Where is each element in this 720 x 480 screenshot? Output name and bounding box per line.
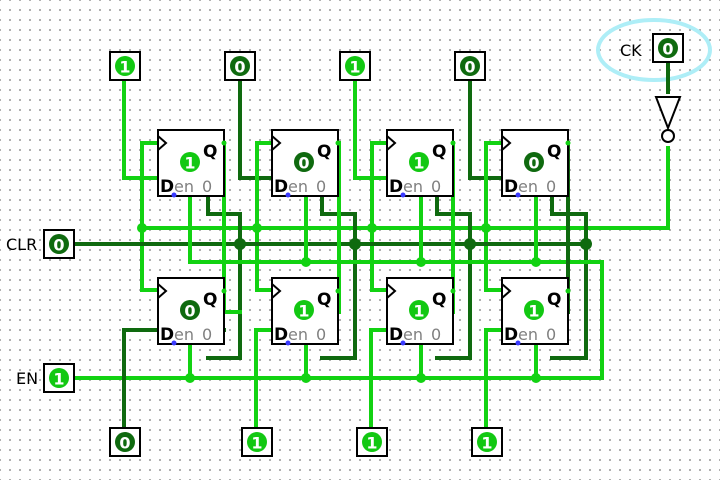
wire-ck-row1 — [255, 141, 504, 230]
d-flipflop-r1-4[interactable]: Q 0 D en 0 — [501, 129, 571, 198]
svg-text:0: 0 — [662, 40, 673, 59]
wire-top-2 — [238, 78, 274, 180]
not-gate-icon[interactable] — [654, 96, 682, 143]
wire-clr-2 — [320, 194, 357, 360]
svg-text:Q: Q — [547, 290, 561, 310]
d-flipflop-r2-3[interactable]: Q 1 D en 0 — [386, 277, 456, 346]
d-flipflop-r1-2[interactable]: Q 0 D en 0 — [271, 129, 341, 198]
svg-text:0: 0 — [316, 177, 326, 196]
wire-top-3 — [353, 78, 389, 180]
svg-text:Q: Q — [203, 142, 217, 162]
output-pin-2: 1 — [241, 427, 273, 457]
svg-text:D: D — [274, 325, 288, 345]
svg-text:0: 0 — [528, 154, 539, 173]
svg-text:D: D — [389, 177, 403, 197]
svg-text:Q: Q — [203, 290, 217, 310]
wire-clr-3 — [435, 194, 472, 360]
svg-text:D: D — [160, 325, 174, 345]
svg-text:1: 1 — [413, 302, 424, 321]
d-flipflop-r1-1[interactable]: Q 1 D en 0 — [157, 129, 227, 198]
svg-text:0: 0 — [431, 325, 441, 344]
svg-text:en: en — [403, 177, 423, 196]
svg-text:Q: Q — [432, 142, 446, 162]
wire-clr-4 — [550, 194, 588, 360]
svg-text:D: D — [504, 325, 518, 345]
d-flipflop-r2-2[interactable]: Q 1 D en 0 — [271, 277, 341, 346]
svg-text:Q: Q — [432, 290, 446, 310]
svg-text:0: 0 — [316, 325, 326, 344]
en-input-pin[interactable]: 1 — [43, 363, 75, 393]
output-pin-1: 0 — [109, 427, 141, 457]
ck-selection-highlight — [596, 18, 712, 82]
svg-text:en: en — [288, 177, 308, 196]
wire-en-row1 — [304, 194, 538, 264]
svg-text:1: 1 — [184, 154, 195, 173]
wire-out-2 — [254, 328, 274, 432]
svg-text:1: 1 — [119, 58, 130, 77]
en-label: EN — [16, 369, 38, 388]
output-pin-3: 1 — [356, 427, 388, 457]
ck-input-pin[interactable]: 0 — [652, 33, 684, 63]
svg-text:en: en — [518, 325, 538, 344]
svg-text:1: 1 — [251, 434, 262, 453]
wire-out-3 — [369, 328, 389, 432]
clr-input-pin[interactable]: 0 — [43, 229, 75, 259]
input-pin-top-2[interactable]: 0 — [224, 51, 256, 81]
svg-text:0: 0 — [234, 58, 245, 77]
d-flipflop-r2-4[interactable]: Q 1 D en 0 — [501, 277, 571, 346]
svg-text:1: 1 — [366, 434, 377, 453]
ck-label: CK — [620, 41, 642, 60]
svg-text:0: 0 — [431, 177, 441, 196]
svg-text:0: 0 — [119, 434, 130, 453]
svg-text:1: 1 — [528, 302, 539, 321]
wire-out-4 — [484, 328, 504, 432]
svg-text:Q: Q — [317, 142, 331, 162]
input-pin-top-4[interactable]: 0 — [454, 51, 486, 81]
svg-text:0: 0 — [202, 325, 212, 344]
svg-text:1: 1 — [349, 58, 360, 77]
clr-label: CLR — [6, 235, 37, 254]
wire-top-4 — [468, 78, 504, 180]
svg-text:0: 0 — [546, 325, 556, 344]
svg-text:0: 0 — [464, 58, 475, 77]
svg-text:1: 1 — [413, 154, 424, 173]
wire-en-row2 — [188, 342, 538, 380]
input-pin-top-3[interactable]: 1 — [339, 51, 371, 81]
wire-clr-1 — [206, 194, 242, 360]
junction-dots — [137, 223, 592, 383]
svg-text:0: 0 — [53, 236, 64, 255]
svg-text:D: D — [504, 177, 518, 197]
svg-text:0: 0 — [202, 177, 212, 196]
wire-top-1 — [122, 78, 160, 180]
svg-text:D: D — [389, 325, 403, 345]
svg-text:1: 1 — [53, 370, 64, 389]
svg-text:0: 0 — [184, 302, 195, 321]
svg-text:Q: Q — [547, 142, 561, 162]
svg-text:en: en — [174, 177, 194, 196]
svg-text:en: en — [288, 325, 308, 344]
svg-text:D: D — [160, 177, 174, 197]
svg-text:en: en — [174, 325, 194, 344]
d-flipflop-r2-1[interactable]: Q 0 D en 0 — [157, 277, 227, 346]
svg-text:0: 0 — [546, 177, 556, 196]
svg-text:en: en — [403, 325, 423, 344]
svg-text:en: en — [518, 177, 538, 196]
wire-ck-row2 — [140, 226, 504, 292]
svg-text:1: 1 — [298, 302, 309, 321]
svg-text:Q: Q — [317, 290, 331, 310]
svg-text:1: 1 — [481, 434, 492, 453]
output-pin-4: 1 — [471, 427, 503, 457]
svg-text:0: 0 — [298, 154, 309, 173]
d-flipflop-r1-3[interactable]: Q 1 D en 0 — [386, 129, 456, 198]
input-pin-top-1[interactable]: 1 — [109, 51, 141, 81]
svg-text:D: D — [274, 177, 288, 197]
